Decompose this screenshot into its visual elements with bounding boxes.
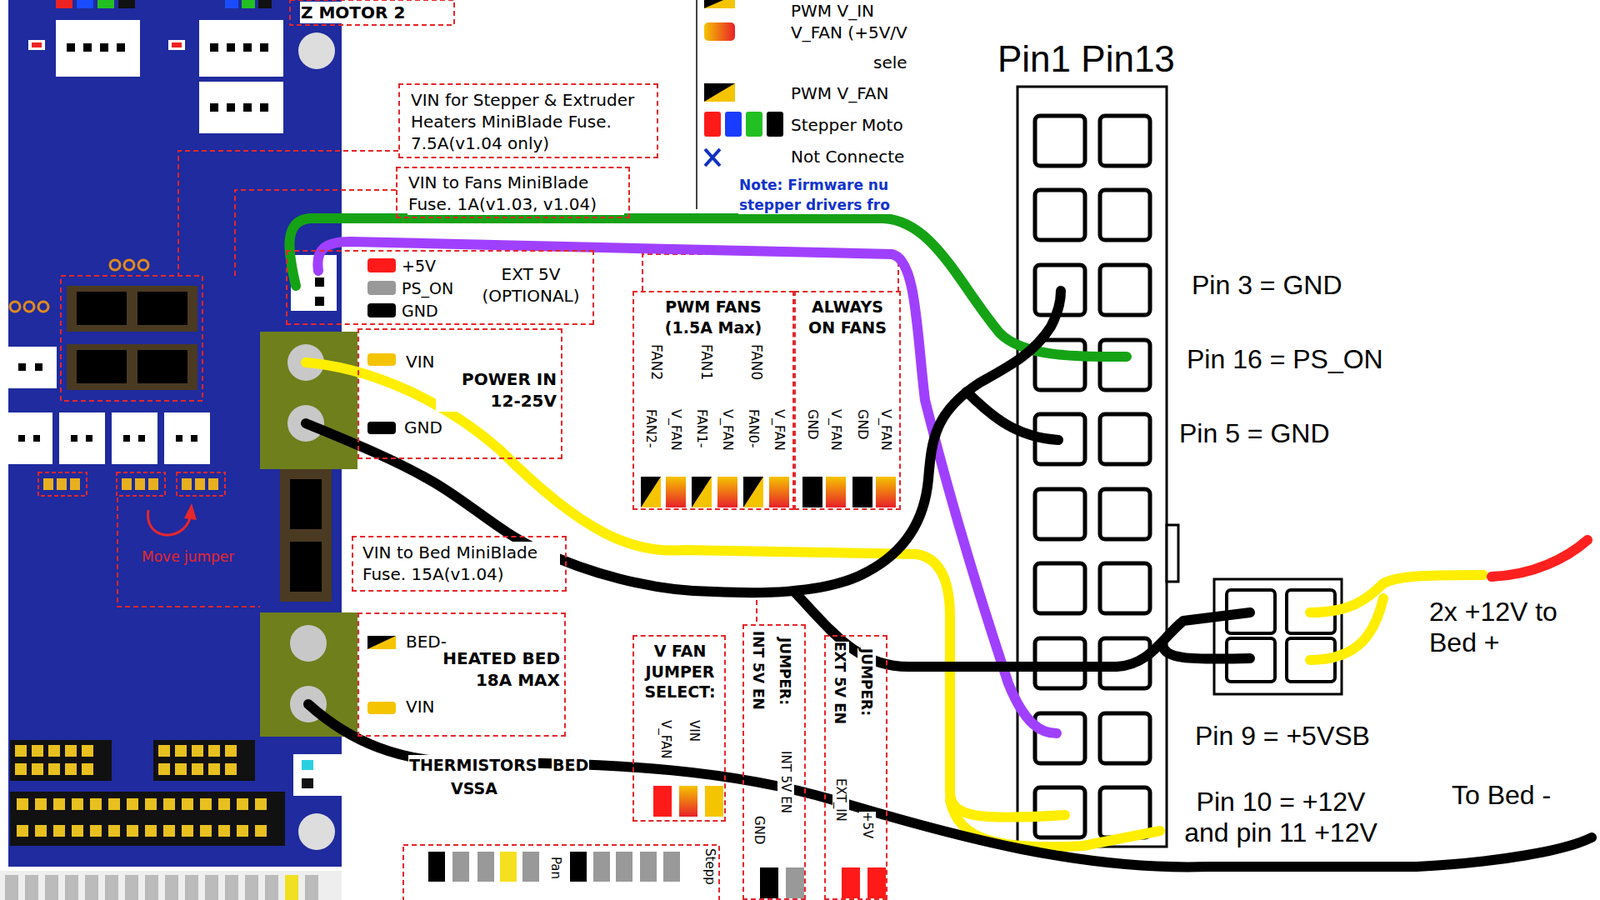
- connector-title: THERMISTORS: [408, 755, 539, 776]
- callout-box: PWM FANS (1.5A Max) FAN2 FAN1 FAN0FAN2- V_FA…: [632, 290, 795, 510]
- header-label: Stepp: [701, 848, 719, 885]
- pin-label: V_FAN: [667, 409, 685, 451]
- callout-box: VIN to Bed MiniBlade Fuse. 15A(v1.04): [351, 535, 567, 592]
- pin-label: PS_ON: [400, 278, 455, 300]
- jumper-title: JUMPER:: [857, 648, 876, 716]
- legend-text: V_FAN (+5V/V: [790, 21, 909, 44]
- jumper-title: INT 5V EN: [749, 630, 768, 710]
- pin-annotation: Pin 9 = +5VSB: [1194, 720, 1371, 752]
- legend-text: Not Connecte: [790, 145, 905, 168]
- connector-title: ALWAYS ON FANS: [800, 296, 895, 338]
- pin-annotation: Pin 3 = GND: [1190, 270, 1344, 301]
- fan-label: FAN1: [697, 344, 716, 380]
- connector-title: PWM FANS (1.5A Max): [644, 296, 783, 338]
- connector-title: POWER IN 12-25V: [435, 368, 558, 412]
- pin-label: GND: [750, 815, 768, 845]
- pin-label: VIN: [685, 720, 703, 742]
- connector-title: VSSA: [450, 778, 499, 800]
- pin-label: GND: [403, 416, 444, 439]
- callout-box: VINPOWER IN 12-25V GND: [357, 328, 563, 460]
- pin-label: VIN: [405, 350, 436, 373]
- wire-annotation: 2x +12V to Bed +: [1428, 596, 1585, 659]
- legend-text: Stepper Moto: [790, 114, 905, 136]
- header-label: Pan: [547, 856, 565, 880]
- callout-box: INT 5V EN JUMPER: INT 5V EN GND: [742, 624, 806, 900]
- pin-label: V_FAN: [719, 409, 737, 451]
- callout-box: VIN for Stepper & Extruder Heaters MiniB…: [398, 83, 659, 159]
- jumper-title: EXT 5V EN: [830, 641, 850, 725]
- pin-label: +5V: [400, 255, 437, 277]
- pin-number-header: Pin1 Pin13: [996, 38, 1176, 81]
- pin-label: EXT_IN: [832, 778, 850, 822]
- fan-label: FAN2: [647, 344, 666, 380]
- callout-text: VIN to Bed MiniBlade Fuse. 15A(v1.04): [361, 541, 560, 585]
- callout-box: +5VPS_ONGND EXT 5V (OPTIONAL): [285, 250, 595, 325]
- pin-label: GND: [400, 300, 440, 322]
- note-text: stepper drivers fro: [738, 195, 891, 215]
- callout-box: VIN to Fans MiniBlade Fuse. 1A(v1.03, v1…: [395, 166, 630, 219]
- connector-title: Z MOTOR 2: [300, 1, 406, 24]
- legend-text: PWM V_IN: [790, 0, 875, 22]
- pin-label: V_FAN: [770, 409, 789, 451]
- pin-annotation: Pin 10 = +12V and pin 11 +12V: [1175, 786, 1387, 849]
- connector-title: BED: [551, 755, 590, 776]
- pin-label: GND: [804, 409, 822, 440]
- connector-title: HEATED BED 18A MAX: [429, 647, 561, 691]
- callout-text: VIN for Stepper & Extruder Heaters MiniB…: [410, 89, 654, 155]
- pin-label: FAN0-: [745, 409, 763, 449]
- pin-annotation: Pin 16 = PS_ON: [1185, 344, 1385, 375]
- callout-text: VIN to Fans MiniBlade Fuse. 1A(v1.03, v1…: [407, 171, 625, 215]
- pin-label: FAN2-: [642, 409, 660, 449]
- pin-annotation: Pin 5 = GND: [1178, 418, 1331, 450]
- pin-label: GND: [854, 409, 872, 440]
- jumper-note: Move jumper: [140, 547, 235, 566]
- pin-label: V_FAN: [657, 720, 675, 760]
- pin-label: VIN: [405, 695, 436, 718]
- pin-label: V_FAN: [877, 409, 895, 451]
- callout-box: ALWAYS ON FANS GND V_FAN GND V_FAN: [794, 290, 901, 510]
- callout-box: V FAN JUMPER SELECT: V_FAN VIN: [632, 635, 726, 822]
- legend-text: PWM V_FAN: [790, 82, 890, 105]
- pin-label: +5V: [859, 811, 876, 839]
- callout-box: BED-HEATED BED 18A MAXVIN: [357, 612, 566, 737]
- pin-label: INT 5V EN: [777, 750, 795, 814]
- wire-annotation: To Bed -: [1450, 780, 1552, 811]
- jumper-title: JUMPER:: [775, 637, 795, 705]
- callout-box: EXT 5V EN JUMPER: EXT_IN +5V: [824, 635, 888, 900]
- fan-label: FAN0: [747, 344, 766, 380]
- connector-title: EXT 5V (OPTIONAL): [475, 263, 586, 307]
- pin-label: V_FAN: [827, 409, 845, 451]
- pin-label: FAN1-: [693, 409, 711, 449]
- note-text: Note: Firmware nu: [738, 175, 890, 195]
- jumper-title: V FAN JUMPER SELECT:: [639, 640, 721, 703]
- legend-text: sele: [872, 51, 909, 74]
